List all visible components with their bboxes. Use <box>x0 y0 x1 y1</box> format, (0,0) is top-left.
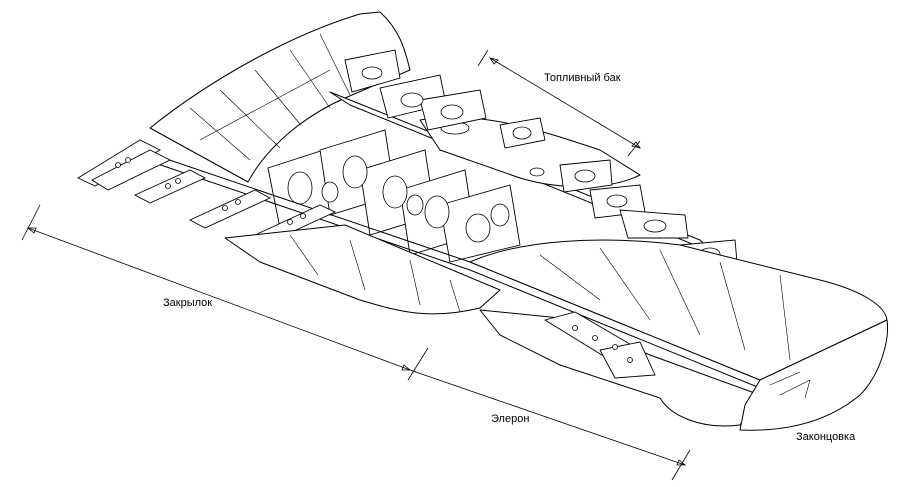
flap-label: Закрылок <box>163 297 213 309</box>
wingtip-label: Законцовка <box>796 431 856 443</box>
aileron-brackets <box>543 311 656 379</box>
aileron-label: Элерон <box>491 413 530 425</box>
fuel-tank-dimension <box>477 49 641 157</box>
flap-surface-lines <box>289 234 461 313</box>
aileron-top-skin <box>469 239 888 381</box>
fuel-cap-2 <box>529 167 545 177</box>
aileron-dimension <box>409 369 691 481</box>
fuel-tank-label: Топливный бак <box>544 72 621 84</box>
leading-edge-ribs <box>344 49 738 269</box>
wingtip-lines <box>769 371 811 399</box>
flap-dimension <box>21 204 429 381</box>
flap-surface <box>224 224 501 315</box>
skin-panel-lines-root <box>189 33 351 161</box>
wingtip-fairing <box>739 319 889 431</box>
aileron-top-lines <box>539 247 791 361</box>
